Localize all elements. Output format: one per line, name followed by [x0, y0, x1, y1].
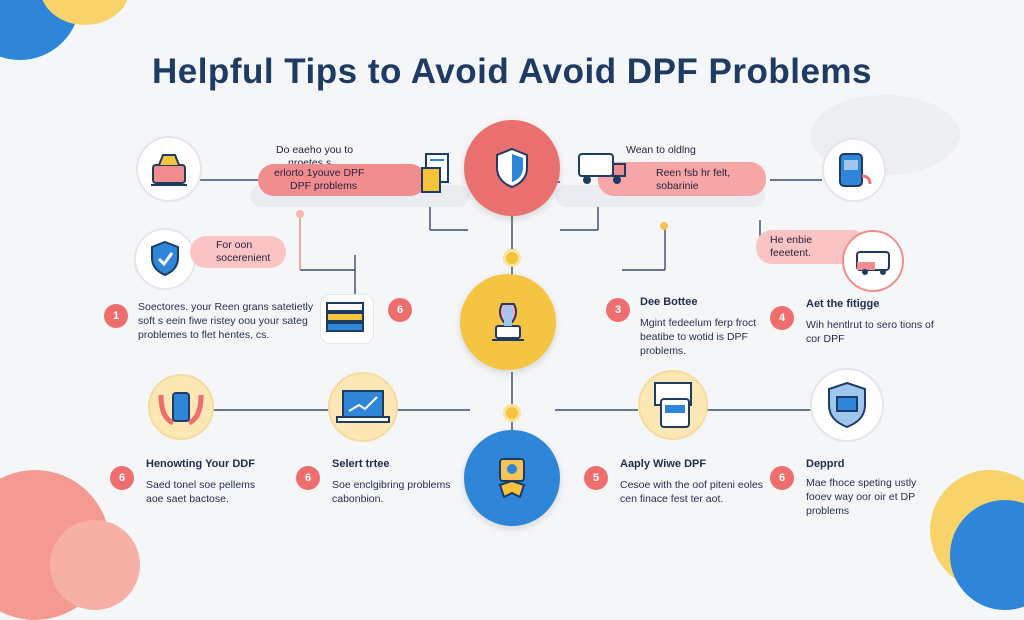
stack-panel — [320, 294, 374, 344]
step-8-heading: Depprd — [806, 458, 845, 470]
step-line: aoe saet bactose. — [146, 493, 229, 505]
laptop-circle — [328, 372, 398, 442]
step-6c-heading: Selert trtee — [332, 458, 390, 470]
step-3-heading: Dee Bottee — [640, 296, 698, 308]
step-line: cen finace fest ter aot. — [620, 493, 724, 505]
phone-hands-circle — [148, 374, 214, 440]
step-number-4: 4 — [770, 306, 794, 330]
engine-icon — [828, 381, 866, 429]
step-line: problems. — [640, 345, 687, 357]
step-3-text: Mgint fedeelum ferp froct beatibe to wot… — [640, 316, 756, 358]
car-circle — [842, 230, 904, 292]
step-line: beatibe to wotid is DPF — [640, 331, 748, 343]
pill-line: erlorto 1youve DPF — [274, 167, 365, 179]
step-6b-text: Saed tonel soe pellems aoe saet bactose. — [146, 478, 255, 506]
tip-pill-top-left: Do eaeho you to nroetes s erlorto 1youve… — [258, 140, 428, 198]
phone-icon — [839, 153, 872, 187]
step-line: soft s eein fiwe ristey oou your sateg — [138, 315, 308, 327]
pill-line: Reen fsb hr felt, — [656, 167, 731, 179]
laptop-icon — [336, 390, 390, 423]
pill-line: Wean to oldlng — [626, 144, 696, 156]
step-line: problemes to flet hentes, cs. — [138, 329, 270, 341]
connector-dot-upper — [503, 249, 521, 267]
step-6b-heading: Henowting Your DDF — [146, 458, 255, 470]
step-line: cabonbion. — [332, 493, 384, 505]
phone-circle — [822, 138, 886, 202]
toolbox-circle — [136, 136, 202, 202]
shield-circle-left — [134, 228, 196, 290]
step-number-6c: 6 — [296, 466, 320, 490]
step-4-text: Wih hentlrut to sero tions of cor DPF — [806, 318, 934, 346]
middle-hub-circle — [460, 274, 556, 370]
step-6c-text: Soe enclgibring problems cabonbion. — [332, 478, 450, 506]
pill-line: For oon — [216, 239, 253, 251]
step-line: cor DPF — [806, 333, 845, 345]
pill-line: He enbie — [770, 234, 813, 246]
car-icon — [856, 251, 890, 275]
bottom-hub-circle — [464, 430, 560, 526]
step-line: Soectores. your Reen grans satetietly — [138, 301, 314, 313]
top-hub-circle — [464, 120, 560, 216]
step-line: problems — [806, 505, 850, 517]
dpf-device-icon — [492, 303, 524, 341]
shield-icon — [496, 147, 528, 189]
step-5-text: Cesoe with the oof piteni eoles cen fina… — [620, 478, 763, 506]
step-5-heading: Aaply Wiwe DPF — [620, 458, 707, 470]
step-8-text: Mae fhoce speting ustly fooev way oor oi… — [806, 476, 916, 518]
step-line: Saed tonel soe pellems — [146, 479, 256, 491]
documents-icon — [421, 153, 449, 193]
step-1-text: Soectores. your Reen grans satetietly so… — [138, 300, 313, 342]
shield-icon — [151, 240, 179, 277]
step-line: Mgint fedeelum ferp froct — [640, 317, 757, 329]
step-number-1: 1 — [104, 304, 128, 328]
pill-line: feeetent. — [770, 247, 811, 259]
pill-line: DPF problems — [290, 180, 358, 192]
step-line: Cesoe with the oof piteni eoles — [620, 479, 764, 491]
toolbox-icon — [151, 154, 187, 186]
tip-pill-mid-left: For oon socerenient — [190, 236, 286, 268]
stack-icon — [326, 302, 364, 332]
step-number-8: 6 — [770, 466, 794, 490]
tablet-circle — [638, 370, 708, 440]
badge-shield-icon — [498, 458, 526, 499]
step-line: Wih hentlrut to sero tions of — [806, 319, 934, 331]
pill-line: Do eaeho you to — [276, 144, 354, 156]
step-number-3: 3 — [606, 298, 630, 322]
phone-icon — [158, 392, 204, 426]
pill-bg — [258, 164, 426, 196]
step-number-6b: 6 — [110, 466, 134, 490]
truck-icon — [578, 153, 626, 184]
step-line: Mae fhoce speting ustly — [806, 477, 917, 489]
tablet-icon — [654, 382, 692, 428]
engine-circle — [810, 368, 884, 442]
step-line: Soe enclgibring problems — [332, 479, 451, 491]
connector-dot-lower — [503, 404, 521, 422]
pill-line: socerenient — [216, 252, 271, 264]
step-number-6a: 6 — [388, 298, 412, 322]
page-title: Helpful Tips to Avoid Avoid DPF Problems — [151, 52, 873, 91]
step-4-heading: Aet the fitigge — [806, 298, 880, 310]
pill-line: sobarinie — [656, 180, 699, 192]
step-number-5: 5 — [584, 466, 608, 490]
step-line: fooev way oor oir et DP — [806, 491, 916, 503]
